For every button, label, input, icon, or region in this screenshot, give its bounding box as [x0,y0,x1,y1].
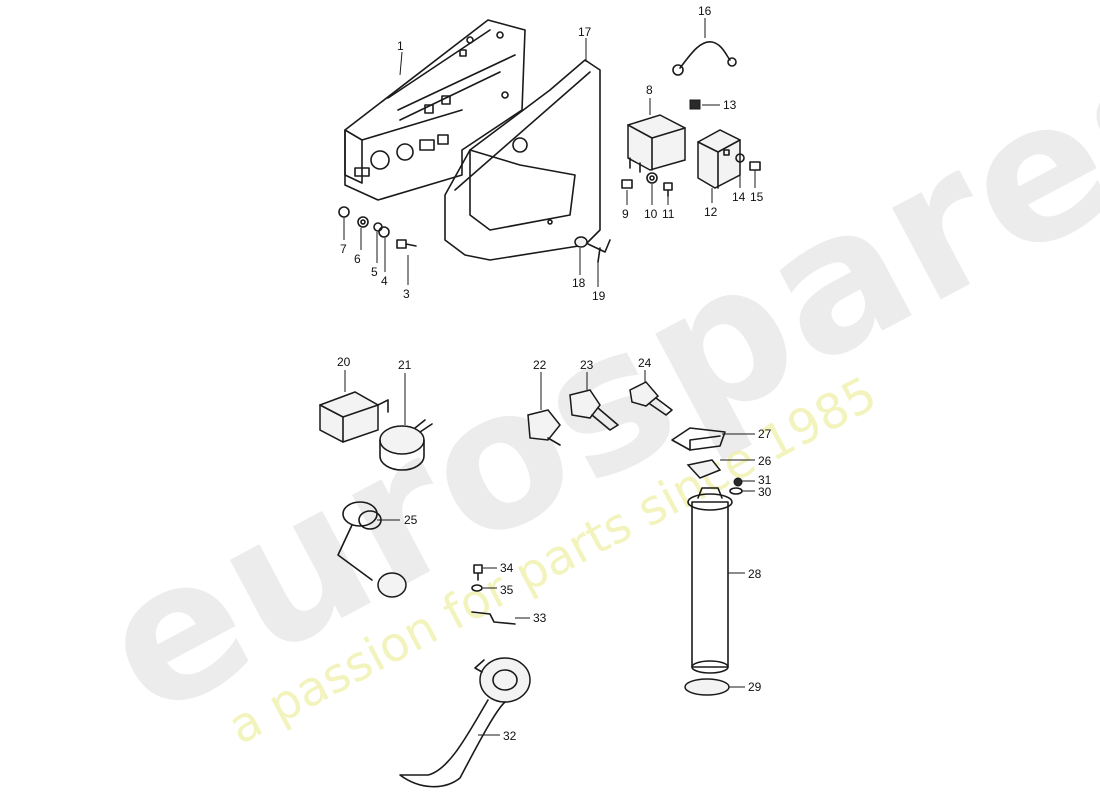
callout-13: 13 [723,98,737,112]
watermark: eurospares a passion for parts since 198… [67,0,1100,760]
callout-35: 35 [500,583,514,597]
callout-10: 10 [644,207,658,221]
callout-29: 29 [748,680,762,694]
callout-15: 15 [750,190,764,204]
parts-22-24-switches [527,381,673,446]
part-28-level-sender [687,487,733,674]
part-12-module [697,129,741,189]
callout-5: 5 [371,265,378,279]
callout-33: 33 [533,611,547,625]
callout-11: 11 [662,207,675,221]
part-20-relay [319,391,389,443]
callout-20: 20 [337,355,351,369]
callout-1: 1 [397,39,404,53]
callout-4: 4 [381,274,388,288]
callout-22: 22 [533,358,547,372]
callout-3: 3 [403,287,410,301]
part-16-ground-strap [672,41,737,76]
part-25-fuel-sender [337,501,407,598]
callout-30: 30 [758,485,772,499]
part-33-bracket [471,611,516,625]
callout-24: 24 [638,356,652,370]
parts-26-27 [671,427,726,479]
callout-32: 32 [503,729,517,743]
callout-28: 28 [748,567,762,581]
part-17-cover [444,59,601,261]
callout-27: 27 [758,427,772,441]
callout-23: 23 [580,358,594,372]
callout-16: 16 [698,4,712,18]
callouts: 1 3 4 5 6 7 8 9 10 11 12 13 14 15 16 17 … [337,4,772,743]
callout-7: 7 [340,242,347,256]
callout-21: 21 [398,358,412,372]
callout-25: 25 [404,513,418,527]
callout-31: 31 [758,473,772,487]
part-1-mounting-bracket [344,19,526,201]
callout-34: 34 [500,561,514,575]
callout-17: 17 [578,25,592,39]
parts-18-19 [574,236,611,263]
callout-8: 8 [646,83,653,97]
callout-14: 14 [732,190,746,204]
parts-3-7-fasteners [338,206,417,249]
part-8-control-unit [627,114,686,173]
callout-19: 19 [592,289,606,303]
callout-12: 12 [704,205,718,219]
part-21-flasher [379,419,433,471]
callout-6: 6 [354,252,361,266]
parts-34-35 [471,564,483,592]
parts-9-15-hardware [621,99,761,197]
part-29-gasket [684,678,730,696]
watermark-brand: eurospares [67,0,1100,760]
callout-9: 9 [622,207,629,221]
callout-18: 18 [572,276,586,290]
part-32-horn [399,657,531,788]
callout-26: 26 [758,454,772,468]
